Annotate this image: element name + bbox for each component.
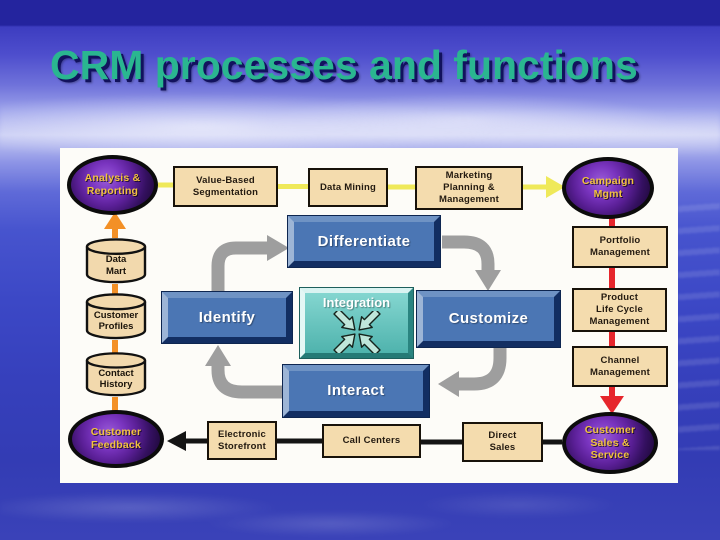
node-product-life-cycle-label: Product Life Cycle Management: [589, 292, 650, 327]
yellow-connectors: [158, 182, 546, 190]
node-integration: Integration: [299, 287, 414, 359]
node-customize: Customize: [416, 290, 561, 348]
node-data-mart: Data Mart: [85, 238, 147, 284]
node-electronic-storefront-label: Electronic Storefront: [218, 428, 266, 452]
node-call-centers-label: Call Centers: [342, 435, 401, 447]
cylinder-icon: [85, 352, 147, 397]
page-title: CRM processes and functions: [50, 42, 638, 88]
node-customer-feedback: Customer Feedback: [68, 410, 164, 468]
node-customer-profiles-label: Customer Profiles: [93, 309, 139, 332]
diagram-panel: Analysis & Reporting Campaign Mgmt Custo…: [60, 148, 678, 483]
node-identify-label: Identify: [198, 308, 256, 326]
node-contact-history: Contact History: [85, 352, 147, 397]
edge-identify-to-differentiate: [211, 241, 267, 292]
node-campaign-mgmt: Campaign Mgmt: [562, 157, 654, 219]
edge-differentiate-to-customize: [442, 235, 495, 270]
node-value-based-segmentation-label: Value-Based Segmentation: [192, 174, 259, 198]
black-arrowhead-icon: [167, 431, 186, 451]
background-cloud-streaks-bottom: [0, 486, 720, 540]
cylinder-icon: [85, 238, 147, 284]
node-marketing-planning-label: Marketing Planning & Management: [438, 170, 500, 205]
node-call-centers: Call Centers: [322, 424, 421, 458]
red-arrowhead-icon: [600, 396, 624, 414]
cylinder-icon: [85, 293, 147, 340]
black-connectors: [186, 438, 562, 445]
background-cloud-streaks-right: [678, 190, 720, 450]
integration-arrows-icon: [332, 310, 381, 353]
node-interact-label: Interact: [327, 382, 385, 399]
node-customer-sales-service: Customer Sales & Service: [562, 412, 658, 474]
node-differentiate-label: Differentiate: [317, 232, 411, 250]
node-analysis-reporting-label: Analysis & Reporting: [84, 172, 141, 197]
node-data-mart-label: Data Mart: [105, 254, 127, 277]
node-product-life-cycle: Product Life Cycle Management: [572, 288, 667, 332]
node-electronic-storefront: Electronic Storefront: [207, 421, 277, 460]
node-data-mining: Data Mining: [308, 168, 388, 207]
edge-interact-to-identify: [211, 366, 283, 399]
node-direct-sales: Direct Sales: [462, 422, 543, 462]
orange-arrowhead-icon: [104, 212, 126, 229]
node-value-based-segmentation: Value-Based Segmentation: [173, 166, 278, 207]
node-integration-label: Integration: [322, 295, 391, 310]
edge-customize-to-interact: [459, 347, 507, 391]
gray-arrowhead-right-icon: [267, 235, 289, 261]
node-marketing-planning: Marketing Planning & Management: [415, 166, 523, 210]
node-differentiate: Differentiate: [287, 215, 441, 268]
node-portfolio-management-label: Portfolio Management: [589, 235, 651, 258]
node-customize-label: Customize: [448, 310, 529, 327]
gray-arrowhead-up-icon: [205, 345, 231, 366]
node-campaign-mgmt-label: Campaign Mgmt: [581, 175, 635, 200]
connector-layer: [104, 176, 624, 451]
node-channel-management-label: Channel Management: [589, 354, 651, 378]
node-customer-profiles: Customer Profiles: [85, 293, 147, 340]
node-identify: Identify: [161, 291, 293, 344]
node-portfolio-management: Portfolio Management: [572, 226, 668, 268]
gray-arrowhead-left-icon: [438, 371, 459, 397]
node-analysis-reporting: Analysis & Reporting: [67, 155, 158, 215]
node-data-mining-label: Data Mining: [319, 181, 377, 193]
node-customer-sales-service-label: Customer Sales & Service: [584, 424, 636, 462]
node-contact-history-label: Contact History: [98, 367, 134, 390]
node-interact: Interact: [282, 364, 430, 418]
node-direct-sales-label: Direct Sales: [488, 430, 517, 453]
node-customer-feedback-label: Customer Feedback: [90, 426, 142, 451]
yellow-arrowhead-icon: [546, 176, 565, 198]
gray-cycle-arrows: [211, 235, 507, 399]
node-channel-management: Channel Management: [572, 346, 668, 387]
gray-arrowhead-down-icon: [475, 270, 501, 291]
